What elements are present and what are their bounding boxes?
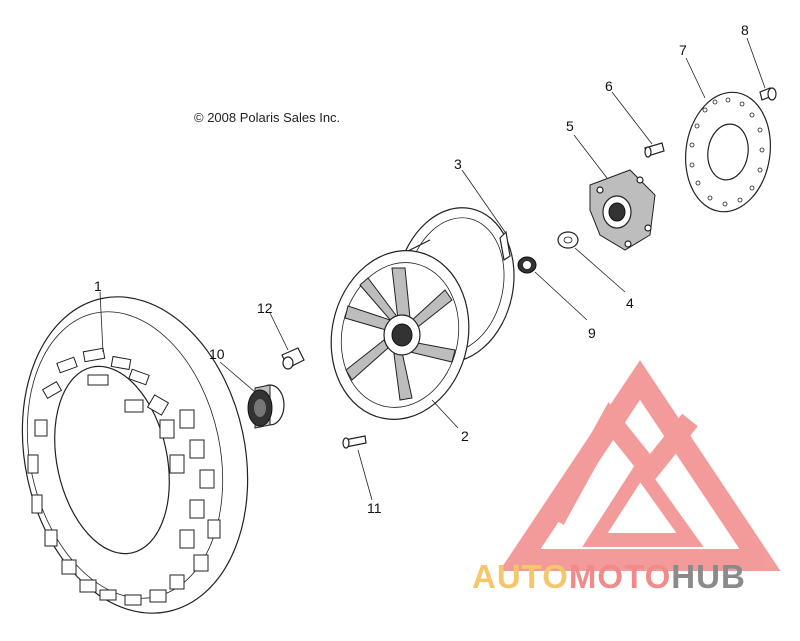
callout-4: 4: [626, 295, 634, 311]
screw: [342, 435, 367, 449]
wheel-hub: [589, 169, 656, 251]
brake-disc: [684, 91, 772, 213]
callout-7: 7: [679, 42, 687, 58]
callout-1: 1: [94, 278, 102, 294]
tire: [21, 296, 249, 614]
watermark-text: AUTOMOTOHUB: [472, 558, 746, 596]
bearing: [247, 384, 285, 429]
copyright-notice: © 2008 Polaris Sales Inc.: [194, 110, 341, 125]
watermark-part-hub: HUB: [671, 558, 746, 595]
spacer: [281, 347, 305, 370]
cotter-pin: [499, 230, 511, 262]
wheel-stud: [644, 142, 665, 158]
callout-2: 2: [461, 428, 469, 444]
callout-9: 9: [588, 325, 596, 341]
bolt: [759, 87, 777, 101]
callout-12: 12: [257, 300, 273, 316]
callout-5: 5: [566, 118, 574, 134]
washer: [557, 231, 579, 249]
callout-10: 10: [209, 346, 225, 362]
callout-8: 8: [741, 22, 749, 38]
watermark-logo: [499, 360, 781, 571]
callout-6: 6: [605, 78, 613, 94]
watermark-part-moto: MOTO: [568, 558, 672, 595]
leader-lines: [99, 37, 766, 501]
callout-11: 11: [367, 500, 382, 516]
callout-3: 3: [454, 156, 462, 172]
watermark-part-auto: AUTO: [472, 558, 569, 595]
castle-nut: [517, 256, 537, 274]
wheel-rim: [330, 207, 515, 420]
